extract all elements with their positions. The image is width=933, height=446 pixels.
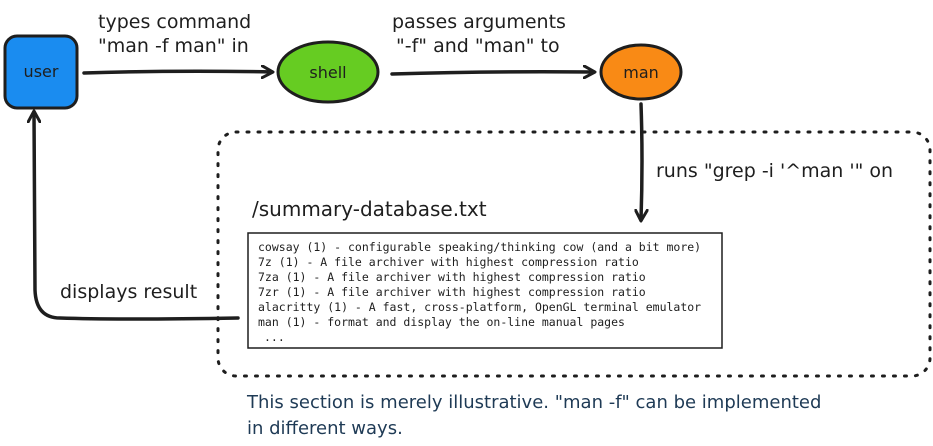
arrow-man-to-database: [641, 102, 642, 220]
database-line: ...: [264, 330, 285, 344]
edge-label-man-database: runs "grep -i '^man '" on: [656, 160, 893, 182]
database-line: 7z (1) - A file archiver with highest co…: [258, 255, 639, 269]
edge-label-shell-man-line1: passes arguments: [392, 11, 566, 33]
edge-label-user-shell-line2: "man -f man" in: [98, 35, 249, 57]
note-line-1: This section is merely illustrative. "ma…: [246, 392, 821, 413]
database-title: /summary-database.txt: [252, 197, 487, 221]
database-line: man (1) - format and display the on-line…: [258, 315, 625, 329]
database-lines: cowsay (1) - configurable speaking/think…: [258, 240, 701, 344]
node-shell: shell: [276, 40, 380, 104]
database-line: alacritty (1) - A fast, cross-platform, …: [258, 300, 701, 314]
edge-label-display-result: displays result: [60, 281, 197, 303]
arrow-shell-to-man: [390, 72, 594, 74]
node-user: user: [3, 34, 79, 110]
user-label: user: [24, 62, 59, 81]
edge-label-shell-man-line2: "-f" and "man" to: [396, 35, 560, 57]
shell-ellipse: [276, 40, 380, 104]
illustrative-section-border: [216, 130, 932, 378]
note-line-2: in different ways.: [247, 418, 403, 439]
edge-label-user-shell-line1: types command: [98, 11, 251, 33]
node-man: man: [599, 43, 683, 101]
man-label: man: [623, 63, 659, 82]
man-ellipse: [599, 43, 683, 101]
database-line: 7zr (1) - A file archiver with highest c…: [258, 285, 646, 299]
arrow-user-to-shell: [82, 71, 272, 73]
database-line: 7za (1) - A file archiver with highest c…: [258, 270, 646, 284]
shell-label: shell: [309, 63, 346, 82]
database-content-box: [247, 232, 723, 349]
database-line: cowsay (1) - configurable speaking/think…: [258, 240, 701, 254]
arrow-database-to-user: [34, 112, 240, 321]
user-box: [3, 34, 79, 110]
